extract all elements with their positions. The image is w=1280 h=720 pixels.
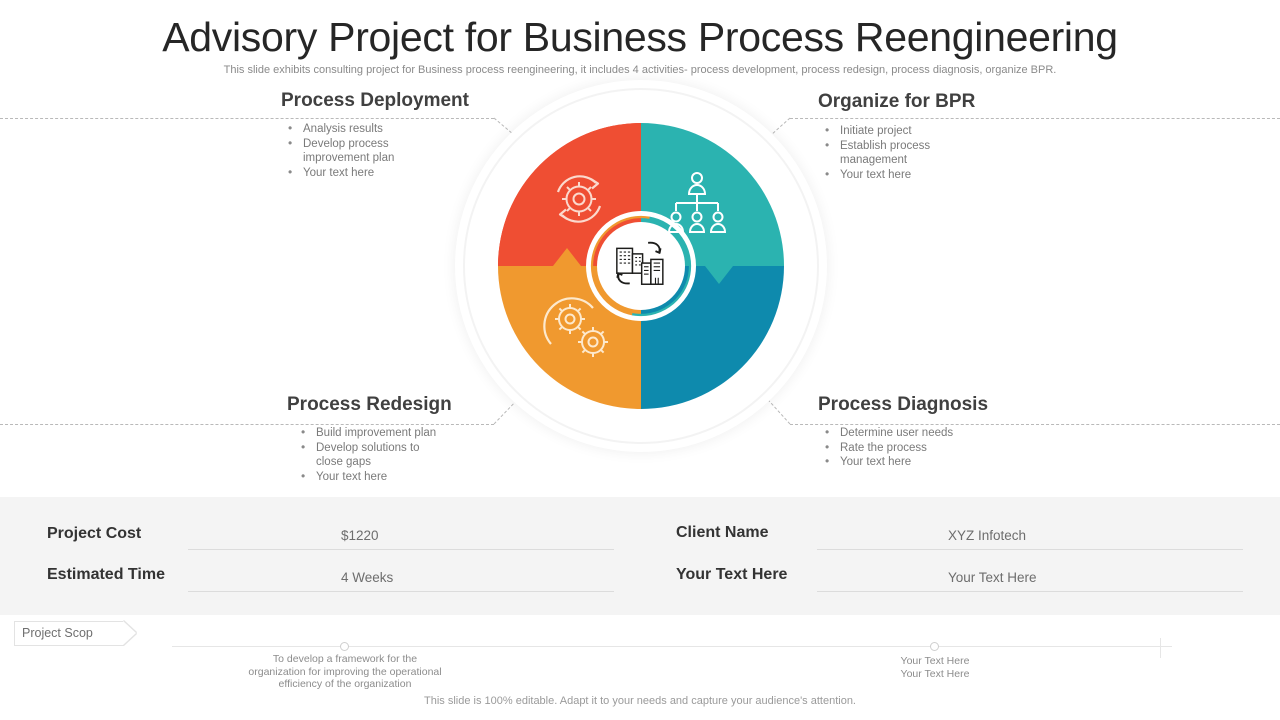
- org-chart-icon: [667, 172, 727, 233]
- project-scope-chip-label: Project Scop: [22, 626, 93, 640]
- timeline-end-divider: [1160, 638, 1161, 658]
- timeline-text-line: Your Text Here: [900, 667, 970, 680]
- quadrant-bullets-process-redesign: Build improvement plan Develop solutions…: [298, 425, 508, 485]
- info-band: [0, 497, 1280, 615]
- timeline-tick-1: [340, 642, 349, 651]
- info-label-project-cost: Project Cost: [47, 525, 142, 542]
- timeline-text-line: To develop a framework for the: [272, 653, 418, 665]
- timeline-tick-2: [930, 642, 939, 651]
- wheel-hub-ring-accent2: [590, 215, 692, 317]
- timeline-text-line: organization for improving the operation…: [248, 665, 442, 678]
- list-item: Determine user needs: [822, 425, 1032, 441]
- list-item: close gaps: [316, 456, 371, 468]
- timeline-text-2: Your Text Here Your Text Here: [835, 655, 1035, 680]
- connector-line-top-left: [0, 118, 494, 119]
- info-rule-client-name: [817, 549, 1243, 550]
- info-value-your-text-here[interactable]: Your Text Here: [948, 570, 1037, 585]
- info-rule-project-cost: [188, 549, 614, 550]
- timeline-text-line: Your Text Here: [900, 655, 970, 667]
- info-rule-your-text-here: [817, 591, 1243, 592]
- info-rule-estimated-time: [188, 591, 614, 592]
- quadrant-bullets-process-diagnosis: Determine user needs Rate the process Yo…: [822, 425, 1032, 470]
- list-item: Analysis results: [285, 121, 485, 137]
- quadrant-bullets-process-deployment: Analysis results Develop process improve…: [285, 121, 485, 181]
- quadrant-heading-process-diagnosis: Process Diagnosis: [818, 394, 989, 415]
- page-subtitle: This slide exhibits consulting project f…: [223, 64, 1057, 76]
- list-item: Develop process: [285, 136, 485, 152]
- wheel-hub-ring-outer: [586, 211, 696, 321]
- info-label-client-name: Client Name: [676, 524, 769, 541]
- list-item: Build improvement plan: [298, 425, 508, 441]
- connector-line-top-right: [790, 118, 1280, 119]
- list-item: Establish process: [822, 138, 1022, 154]
- quadrant-heading-process-deployment: Process Deployment: [281, 90, 469, 111]
- wheel-svg: [463, 88, 819, 444]
- quadrant-heading-organize-for-bpr: Organize for BPR: [818, 91, 976, 112]
- office-buildings-icon: [616, 241, 664, 285]
- info-value-client-name[interactable]: XYZ Infotech: [948, 528, 1027, 543]
- list-item: Rate the process: [822, 440, 1032, 456]
- info-label-estimated-time: Estimated Time: [47, 566, 165, 583]
- gear-cycle-icon: [556, 175, 602, 223]
- two-gears-icon: [543, 297, 608, 357]
- quadrant-bullets-organize-for-bpr: Initiate project Establish process manag…: [822, 123, 1022, 183]
- list-item: Develop solutions to: [298, 440, 508, 456]
- page-title: Advisory Project for Business Process Re…: [162, 14, 1118, 60]
- connector-line-bottom-left: [0, 424, 494, 425]
- timeline-rule: [172, 646, 1172, 647]
- list-item: Your text here: [285, 165, 485, 181]
- list-item: Initiate project: [822, 123, 1022, 139]
- list-item: improvement plan: [303, 152, 395, 164]
- timeline-text-line: efficiency of the organization: [278, 678, 412, 690]
- list-item: Your text here: [822, 167, 1022, 183]
- info-value-project-cost[interactable]: $1220: [341, 528, 379, 543]
- quadrant-heading-process-redesign: Process Redesign: [287, 394, 452, 415]
- project-scope-chip[interactable]: [14, 621, 124, 646]
- list-item: Your text here: [822, 454, 1032, 470]
- list-item: management: [840, 154, 908, 166]
- timeline-text-1: To develop a framework for the organizat…: [225, 653, 465, 691]
- info-value-estimated-time[interactable]: 4 Weeks: [341, 570, 394, 585]
- process-wheel-diagram: [455, 80, 827, 452]
- info-label-your-text-here: Your Text Here: [676, 566, 788, 583]
- list-item: Your text here: [298, 469, 508, 485]
- connector-line-bottom-right: [790, 424, 1280, 425]
- project-scope-chip-arrow-icon: [123, 621, 136, 645]
- footnote: This slide is 100% editable. Adapt it to…: [424, 695, 856, 707]
